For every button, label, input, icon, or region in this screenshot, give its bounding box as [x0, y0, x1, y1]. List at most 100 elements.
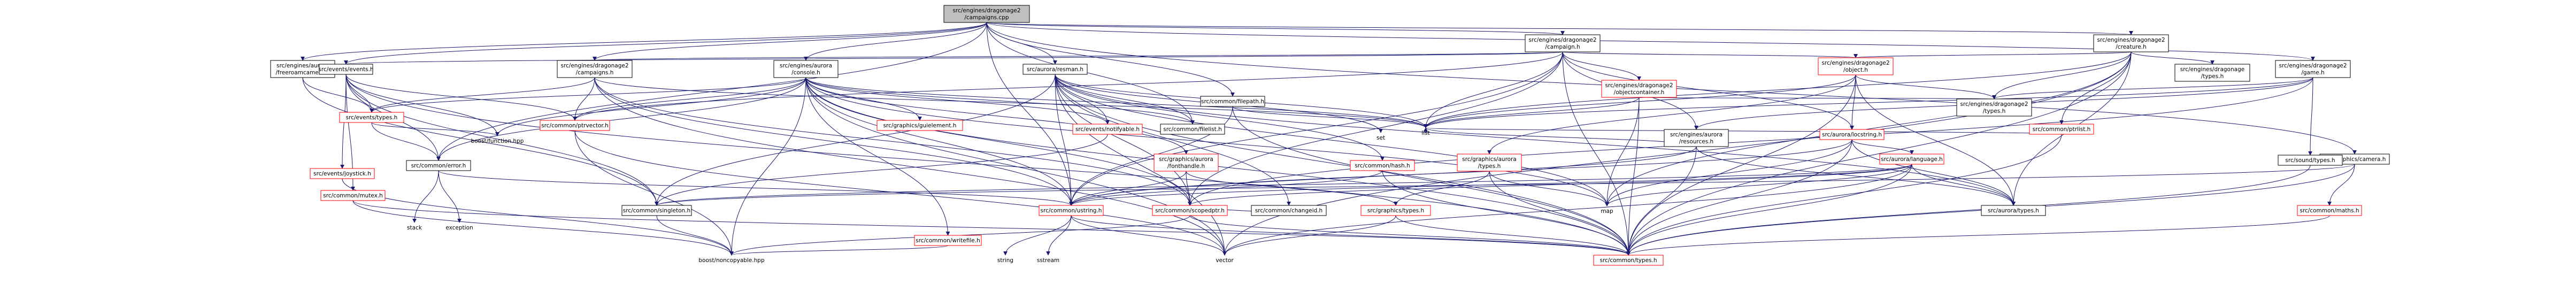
node-label: src/graphics/aurora [1159, 156, 1213, 163]
node-label: src/engines/aurora [276, 63, 329, 69]
node-label: stack [407, 225, 422, 231]
node-box [310, 168, 375, 179]
edge-console-to-notifyable [805, 77, 1110, 125]
node-label: src/engines/aurora [780, 63, 832, 69]
node-objcontainer[interactable]: src/engines/dragonage2/objectcontainer.h [1601, 80, 1677, 98]
edge-root-to-creature [986, 22, 2133, 35]
node-singleton[interactable]: src/common/singleton.h [621, 205, 692, 216]
node-filepath[interactable]: src/common/filepath.h [1200, 96, 1265, 107]
node-label: /resources.h [1679, 139, 1713, 145]
node-language[interactable]: src/aurora/language.h [1879, 154, 1944, 165]
node-box [1879, 154, 1944, 165]
edge-campaign-to-comtypes [1562, 51, 1631, 256]
graph-nodes: src/engines/dragonage2/campaigns.cppsrc/… [270, 5, 2390, 266]
node-evevents[interactable]: src/events/events.h [318, 64, 374, 75]
edge-object-to-auroratypes [1855, 74, 2016, 206]
edge-language-to-scopedptr [1188, 164, 1912, 206]
node-boostfunc: boost/function.hpp [471, 138, 524, 144]
edge-root-to-filepath [986, 22, 1235, 97]
node-label: src/engines/dragonage2 [952, 7, 1020, 14]
node-da2types[interactable]: src/engines/dragonage2/types.h [1956, 98, 2032, 117]
node-label: src/common/filelist.h [1163, 126, 1222, 133]
node-evtypes[interactable]: src/events/types.h [339, 112, 404, 123]
edge-console-to-fontaurora [805, 77, 1188, 155]
node-box [1152, 205, 1228, 216]
node-label: src/engines/dragonage2 [1528, 37, 1596, 43]
node-comtypes[interactable]: src/common/types.h [1593, 255, 1664, 266]
edge-da2campaigns-to-evtypes [370, 77, 595, 113]
node-dragontypes[interactable]: src/engines/dragonage/types.h [2174, 64, 2250, 82]
edge-fontaurora-to-scopedptr [1186, 171, 1192, 206]
edge-error-to-ustring [438, 170, 1073, 206]
node-label: src/common/writefile.h [916, 237, 980, 244]
node-box [1818, 57, 1894, 75]
node-soundtypes[interactable]: src/sound/types.h [2278, 155, 2343, 166]
node-mutex[interactable]: src/common/mutex.h [320, 190, 386, 201]
node-joystick[interactable]: src/events/joystick.h [310, 168, 375, 179]
node-filelist[interactable]: src/common/filelist.h [1160, 124, 1225, 135]
node-label: /freeroamcamera.h [275, 70, 329, 76]
node-writefile[interactable]: src/common/writefile.h [914, 235, 982, 246]
edge-campaign-to-evevents [344, 51, 1563, 65]
node-label: boost/function.hpp [471, 138, 524, 144]
edge-da2campaigns-to-ptrvector [573, 77, 595, 121]
node-notifyable[interactable]: src/events/notifyable.h [1072, 124, 1143, 135]
node-campaign[interactable]: src/engines/dragonage2/campaign.h [1525, 34, 1601, 52]
node-da2campaigns[interactable]: src/engines/dragonage2/campaigns.h [557, 60, 633, 78]
node-box [1072, 124, 1143, 135]
edge-resman-to-comtypes [1055, 74, 1631, 256]
node-label: src/common/maths.h [2300, 208, 2359, 214]
node-auroraresources[interactable]: src/engines/aurora/resources.h [1664, 129, 1729, 147]
node-scopedptr[interactable]: src/common/scopedptr.h [1152, 205, 1228, 216]
node-hash[interactable]: src/common/hash.h [1350, 160, 1415, 171]
edge-scopedptr-to-comtypes [1189, 215, 1631, 256]
edge-creature-to-object [1854, 51, 2132, 58]
edge-ptrvector-to-boostnoncopy [574, 130, 734, 256]
node-ptrvector[interactable]: src/common/ptrvector.h [540, 120, 610, 131]
node-label: src/events/joystick.h [313, 171, 371, 177]
node-label: src/graphics/guielement.h [883, 122, 957, 129]
edge-resman-to-map [1055, 74, 1609, 206]
node-error[interactable]: src/common/error.h [406, 160, 471, 171]
edge-object-to-comtypes [1626, 74, 1856, 256]
node-maths[interactable]: src/common/maths.h [2297, 205, 2362, 216]
node-fontaurora[interactable]: src/graphics/aurora/fonthandle.h [1154, 154, 1219, 172]
node-label: /object.h [1843, 67, 1868, 73]
node-object[interactable]: src/engines/dragonage2/object.h [1818, 57, 1894, 75]
edge-auroraresources-to-auroratypes [1696, 146, 2016, 206]
node-console[interactable]: src/engines/aurora/console.h [773, 60, 839, 78]
node-label: /fonthandle.h [1167, 163, 1205, 170]
node-game[interactable]: src/engines/dragonage2/game.h [2275, 60, 2351, 78]
node-graphtypes[interactable]: src/graphics/types.h [1360, 205, 1431, 216]
node-label: /console.h [791, 70, 820, 76]
edge-gcamera-to-singleton [655, 164, 2355, 206]
graph-edges [301, 22, 2357, 256]
node-boostnoncopy: boost/noncopyable.hpp [698, 257, 765, 264]
edge-creature-to-vector [1222, 51, 2132, 256]
node-auroratypes[interactable]: src/aurora/types.h [1981, 205, 2046, 216]
node-box [1981, 205, 2046, 216]
node-creature[interactable]: src/engines/dragonage2/creature.h [2093, 34, 2169, 52]
node-graphauroratypes[interactable]: src/graphics/aurora/types.h [1457, 154, 1522, 172]
edge-evevents-to-ptrvector [345, 74, 577, 121]
edge-root-to-evevents [344, 22, 987, 65]
node-box [320, 190, 386, 201]
node-locstring[interactable]: src/aurora/locstring.h [1819, 129, 1885, 140]
node-ptrlist[interactable]: src/common/ptrlist.h [2029, 124, 2094, 135]
edge-language-to-map [1605, 164, 1912, 206]
node-label: src/events/events.h [318, 66, 373, 73]
edge-filepath-to-comtypes [1232, 106, 1631, 256]
node-box [1956, 98, 2032, 117]
node-label: src/engines/dragonage2 [1605, 82, 1673, 89]
node-root[interactable]: src/engines/dragonage2/campaigns.cpp [943, 5, 1030, 23]
node-guielement[interactable]: src/graphics/guielement.h [876, 120, 963, 131]
node-changeid[interactable]: src/common/changeid.h [1251, 205, 1327, 216]
node-box [914, 235, 982, 246]
node-ustring[interactable]: src/common/ustring.h [1039, 205, 1104, 216]
node-label: /types.h [2201, 73, 2224, 80]
edge-console-to-writefile [805, 77, 950, 236]
node-label: /creature.h [2116, 44, 2147, 50]
edge-mutex-to-boostnoncopy [352, 200, 734, 256]
node-resman[interactable]: src/aurora/resman.h [1022, 64, 1088, 75]
